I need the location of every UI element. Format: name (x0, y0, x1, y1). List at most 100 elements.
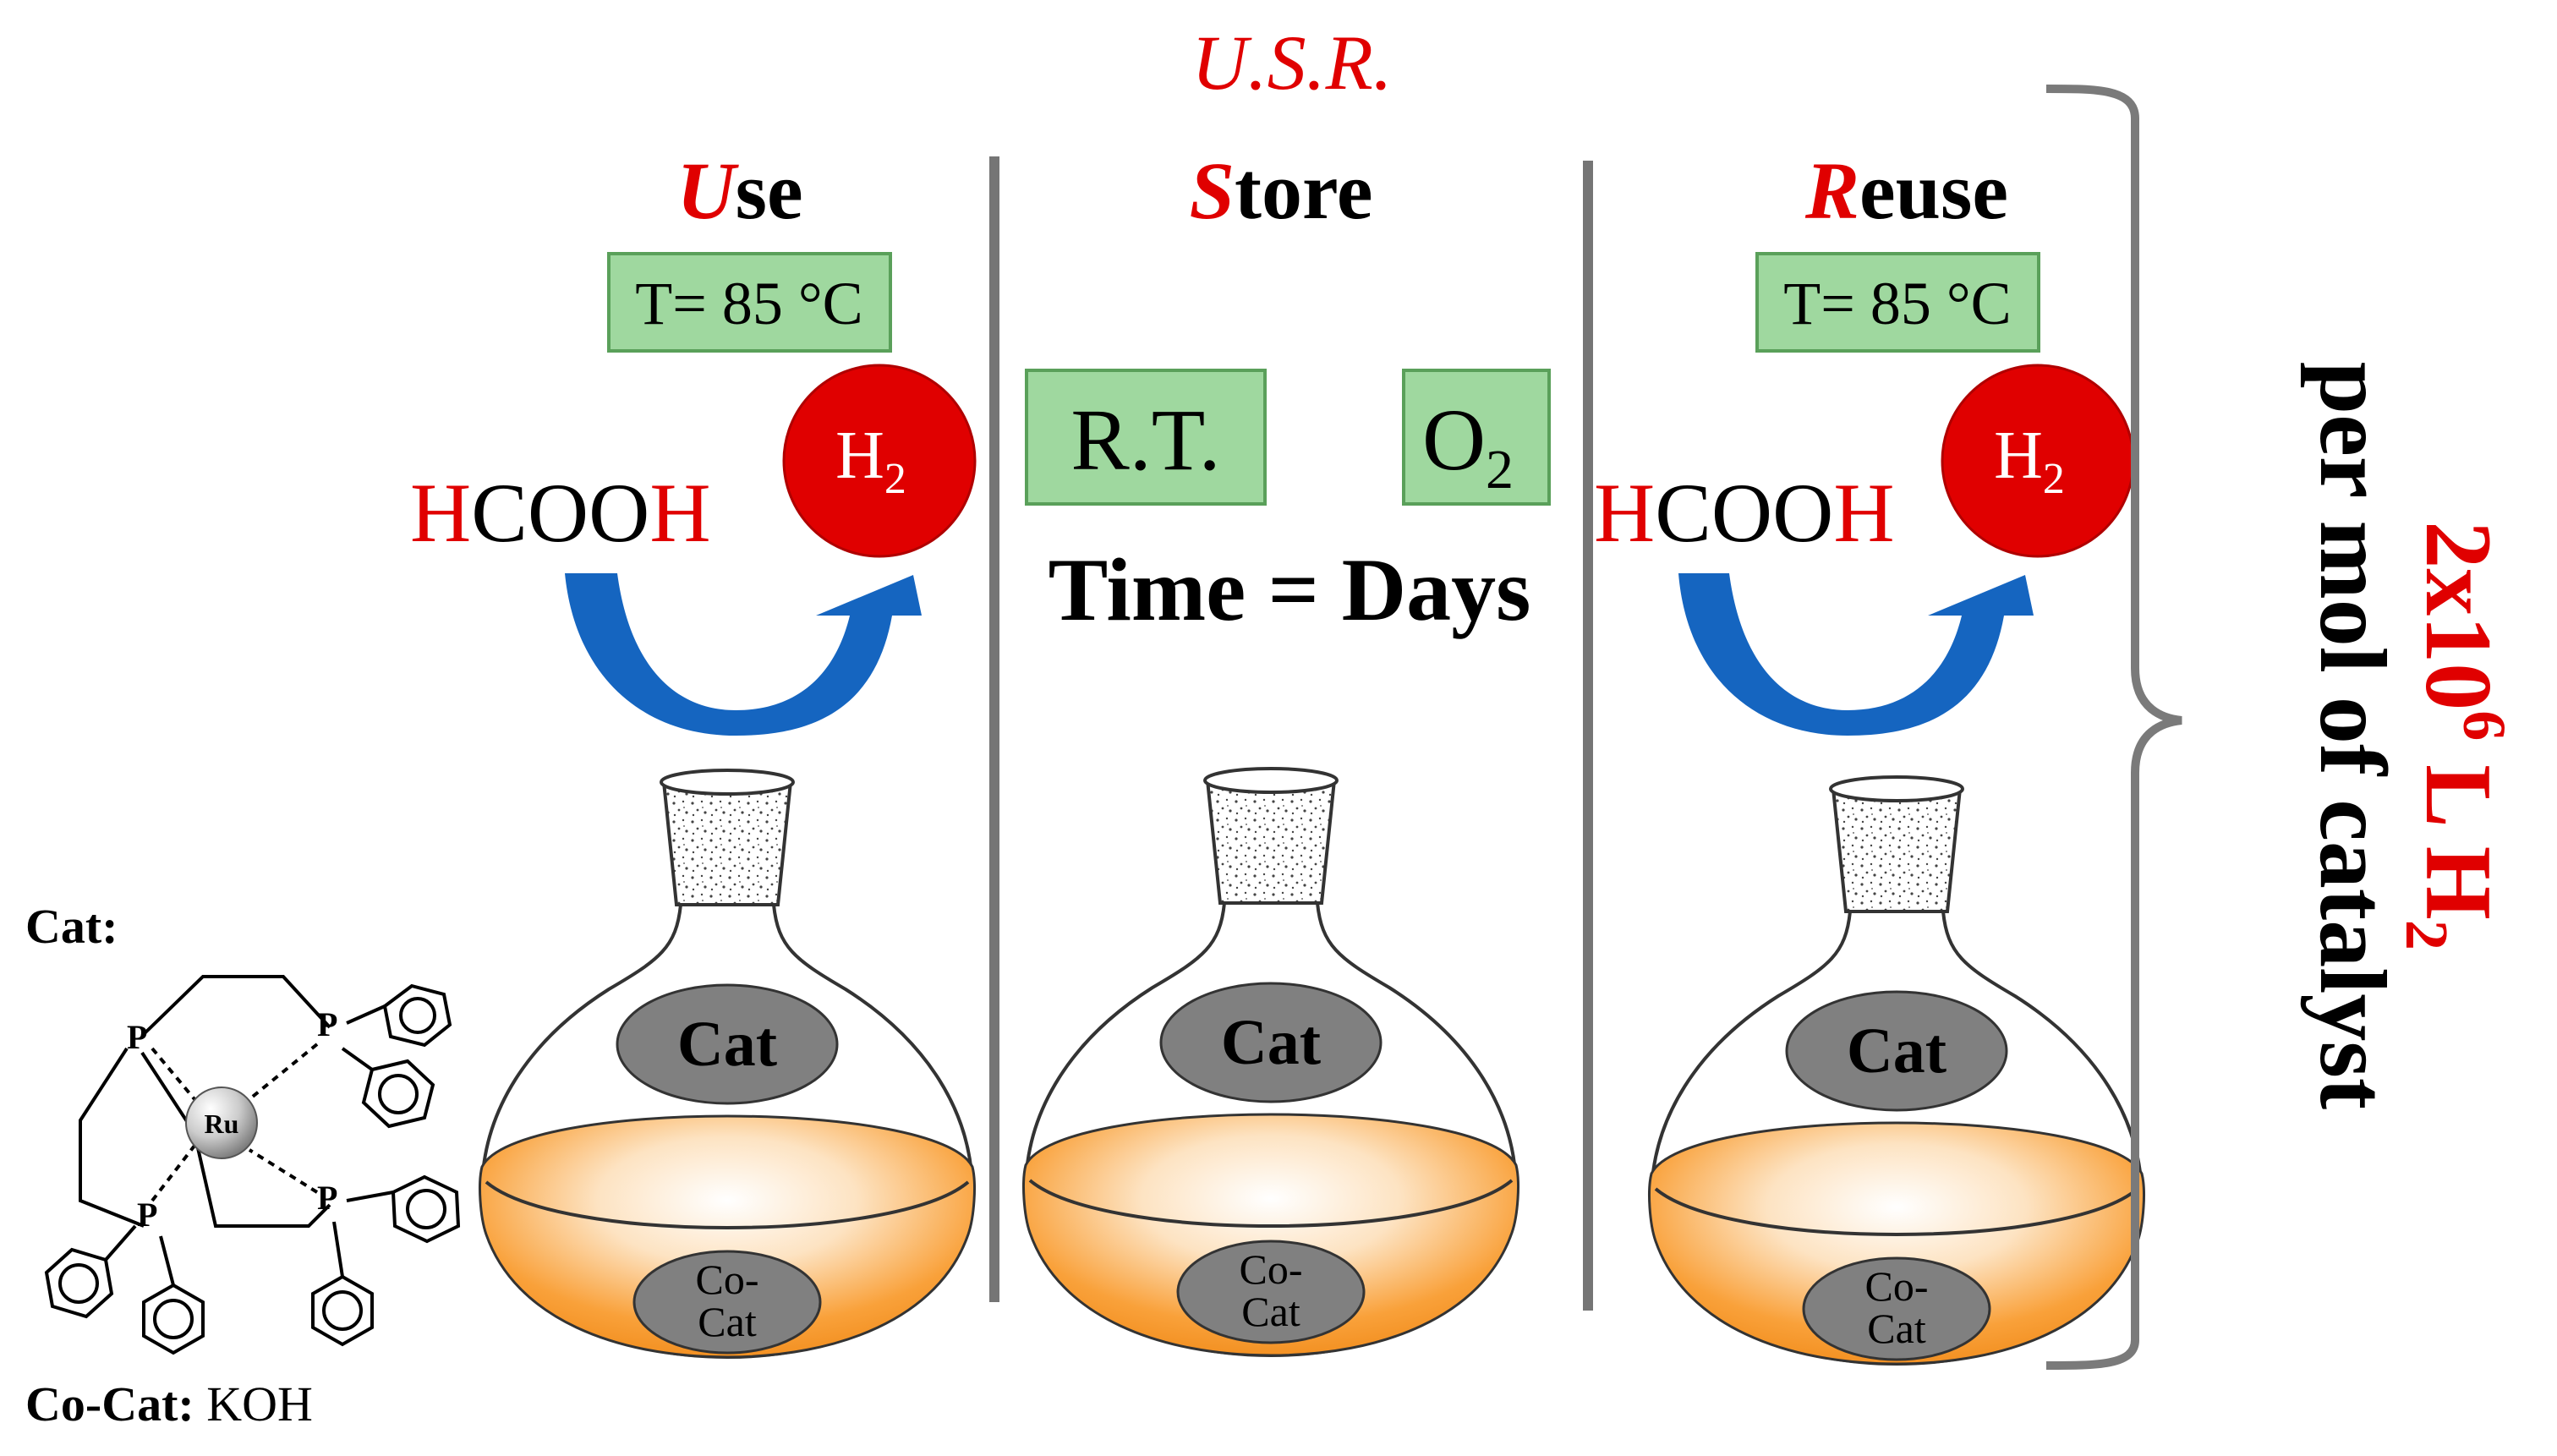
flask-ground-joint (1205, 779, 1337, 905)
phenyl-ring-3 (44, 1247, 114, 1319)
flask-liquid-meniscus (1028, 1179, 1514, 1228)
cocatalyst-legend-spacer (194, 1377, 207, 1431)
flask-liquid (1022, 1113, 1519, 1357)
reactant-coo: COO (1655, 466, 1833, 560)
cocatalyst-label-line1: Co- (696, 1256, 759, 1303)
stage-initial-use: U (676, 145, 739, 236)
cocatalyst-ellipse (1176, 1240, 1366, 1344)
phenyl-bond-6 (332, 1221, 344, 1278)
flask-rim (660, 769, 795, 796)
phosphorus-atom-3: P (137, 1196, 157, 1234)
ru-p4-bond (248, 1148, 319, 1194)
reaction-arrow-use (565, 573, 922, 736)
cocatalyst-ellipse (1802, 1256, 1991, 1361)
reactant-formula-reuse: HCOOH (1594, 466, 1895, 560)
catalyst-label: Cat (1847, 1015, 1946, 1087)
temperature-box-use: T= 85 °C (607, 252, 892, 353)
summary-bracket (2045, 85, 2182, 1370)
result-text-group: 2x106 L H2 per mol of catalyst (2300, 362, 2518, 1109)
reaction-arrow-reuse (1678, 573, 2034, 736)
stage-heading-use: Use (676, 145, 802, 236)
flask-ground-joint (661, 780, 793, 906)
reactant-h-2: H (1833, 466, 1894, 560)
catalyst-label: Cat (677, 1009, 777, 1080)
stage-heading-reuse: Reuse (1804, 145, 2008, 236)
cocatalyst-legend-label: Co-Cat: (25, 1377, 194, 1431)
phenyl-ring-2 (361, 1059, 435, 1129)
title: U.S.R. (1191, 19, 1393, 106)
phenyl-bond-5 (346, 1191, 394, 1202)
ru-p2-bond (248, 1043, 319, 1101)
h2-product-reuse: H2 (1941, 364, 2135, 558)
stage-initial-reuse: R (1804, 145, 1859, 236)
oxygen-box: O2 (1402, 369, 1551, 506)
phenyl-ring-4 (142, 1283, 205, 1355)
temperature-text-reuse: T= 85 °C (1783, 270, 2011, 337)
phenyl-bond-1 (346, 1004, 386, 1025)
divider-1 (989, 156, 999, 1302)
catalyst-structure (44, 975, 461, 1355)
ethylene-bridge-bottom (140, 1051, 331, 1228)
cocatalyst-legend-value: KOH (206, 1377, 313, 1431)
cocatalyst-label-line2: Cat (698, 1298, 757, 1345)
flask-ground-joint (1831, 787, 1963, 913)
flask-use: Cat Co- Cat (479, 769, 976, 1360)
ru-p1-bond (151, 1047, 196, 1101)
flask-liquid-meniscus (485, 1180, 970, 1229)
cocatalyst-label-line1: Co- (1240, 1245, 1303, 1293)
ruthenium-atom (185, 1087, 258, 1159)
phosphorus-atom-2: P (317, 1005, 337, 1043)
stage-initial-store: S (1190, 145, 1235, 236)
phenyl-ring-5 (391, 1174, 461, 1244)
result-line-2: per mol of catalyst (2300, 362, 2405, 1109)
phenyl-bond-3 (104, 1224, 137, 1262)
oxygen-subscript: 2 (1486, 439, 1514, 501)
cocatalyst-label-line1: Co- (1865, 1262, 1929, 1310)
oxygen-symbol: O (1422, 391, 1486, 489)
coordination-bonds (151, 1043, 319, 1202)
h2-subscript: 2 (884, 455, 906, 503)
catalyst-label: Cat (1221, 1007, 1321, 1078)
h2-symbol: H (835, 419, 884, 493)
phenyl-ring-1 (382, 983, 452, 1048)
phenyl-bond-4 (159, 1235, 175, 1286)
storage-time-text: Time = Days (1049, 540, 1531, 639)
h2-subscript: 2 (2043, 455, 2065, 503)
phosphorus-atom-1: P (127, 1018, 147, 1056)
stage-rest-store: tore (1235, 145, 1372, 236)
reactant-coo: COO (471, 466, 649, 560)
flask-liquid (479, 1114, 976, 1359)
result-exponent: 6 (2450, 710, 2518, 741)
room-temperature-text: R.T. (1070, 391, 1220, 489)
oxygen-text: O2 (1422, 391, 1514, 501)
result-prefix: 2x10 (2406, 521, 2510, 710)
phenyl-bond-2 (341, 1047, 374, 1071)
temperature-text-use: T= 85 °C (635, 270, 862, 337)
ethylene-bridge-left (79, 1047, 145, 1228)
result-line-1: 2x106 L H2 (2393, 521, 2518, 950)
reactant-h-1: H (1594, 466, 1655, 560)
flask-reuse: Cat Co- Cat (1648, 775, 2145, 1366)
reactant-h-2: H (649, 466, 710, 560)
cocatalyst-legend: Co-Cat: KOH (25, 1377, 313, 1431)
stage-rest-reuse: euse (1859, 145, 2008, 236)
cocatalyst-label-line2: Cat (1241, 1288, 1300, 1335)
stage-heading-store: Store (1190, 145, 1373, 236)
h2-label-reuse: H2 (1994, 419, 2065, 503)
ru-p3-bond (151, 1144, 196, 1202)
catalyst-legend-label: Cat: (25, 899, 118, 954)
catalyst-ellipse (1159, 982, 1383, 1103)
h2-product-use: H2 (782, 364, 977, 558)
catalyst-ellipse (1785, 990, 2008, 1112)
flask-rim (1203, 767, 1339, 794)
reactant-formula-use: HCOOH (410, 466, 711, 560)
reactant-h-1: H (410, 466, 471, 560)
flask-store: Cat Co- Cat (1022, 767, 1519, 1358)
flask-liquid-meniscus (1654, 1187, 2139, 1236)
flask-rim (1829, 775, 1964, 802)
phosphorus-atom-4: P (317, 1179, 337, 1217)
ruthenium-label: Ru (205, 1108, 239, 1139)
divider-2 (1583, 161, 1593, 1311)
